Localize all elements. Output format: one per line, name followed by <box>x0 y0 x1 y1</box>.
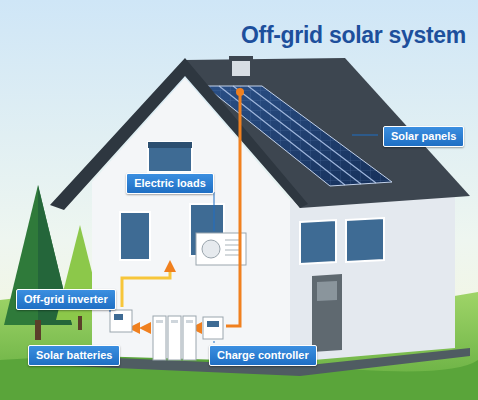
label-text: Electric loads <box>134 177 206 190</box>
label-text: Charge controller <box>217 349 309 362</box>
label-text: Solar batteries <box>36 349 112 362</box>
label-box: Solar batteries <box>28 345 120 366</box>
label-box: Off-grid inverter <box>16 289 116 310</box>
label-box: Solar panels <box>383 126 464 147</box>
label-box: Charge controller <box>209 345 317 366</box>
diagram-title: Off-grid solar system <box>241 22 466 49</box>
label-text: Solar panels <box>391 130 456 143</box>
label-text: Off-grid inverter <box>24 293 108 306</box>
label-box: Electric loads <box>126 173 214 194</box>
